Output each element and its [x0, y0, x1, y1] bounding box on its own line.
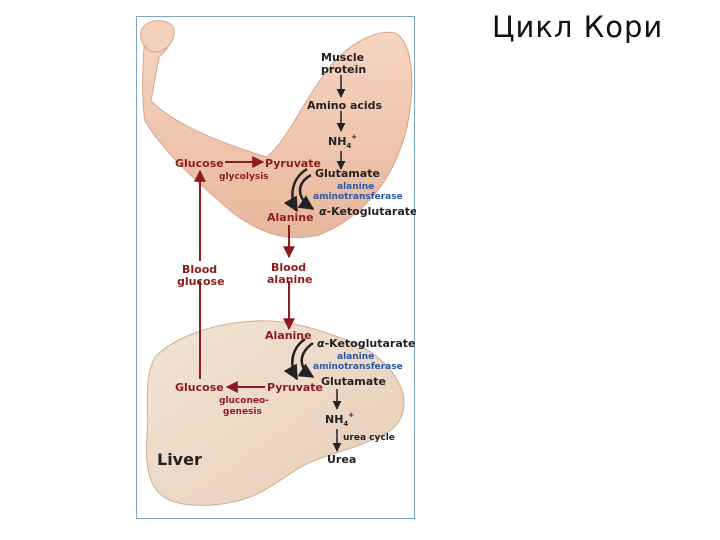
cori-cycle-diagram: Muscle protein Amino acids NH4+ Glucose …	[140, 20, 417, 506]
muscle-protein-label-2: protein	[321, 63, 366, 76]
liver-organ-label: Liver	[157, 450, 202, 469]
muscle-enzyme-label-1: alanine	[337, 182, 374, 192]
muscle-ketoglutarate-label: α-Ketoglutarate	[319, 205, 416, 218]
figure-frame: Muscle protein Amino acids NH4+ Glucose …	[136, 16, 417, 519]
liver-pyruvate-label: Pyruvate	[267, 381, 323, 394]
liver-enzyme-label-1: alanine	[337, 352, 374, 362]
muscle-pyruvate-label: Pyruvate	[265, 157, 321, 170]
glycolysis-label: glycolysis	[219, 172, 269, 182]
urea-cycle-label: urea cycle	[343, 433, 395, 443]
muscle-alanine-label: Alanine	[267, 211, 314, 224]
urea-label: Urea	[327, 453, 356, 466]
gluconeogenesis-label-1: gluconeo-	[219, 396, 269, 406]
blood-alanine-label-1: Blood	[271, 261, 306, 274]
blood-glucose-label-1: Blood	[182, 263, 217, 276]
arm-fist	[140, 20, 175, 53]
liver-glutamate-label: Glutamate	[321, 375, 386, 388]
blood-alanine-label-2: alanine	[267, 273, 313, 286]
liver-nh4-label: NH4+	[325, 411, 354, 428]
muscle-glucose-label: Glucose	[175, 157, 224, 170]
blood-glucose-label-2: glucose	[177, 275, 225, 288]
amino-acids-label: Amino acids	[307, 99, 383, 112]
transamination-muscle-pyruvate	[283, 167, 308, 213]
gluconeogenesis-label-2: genesis	[223, 407, 262, 417]
muscle-nh4-label: NH4+	[328, 133, 357, 150]
liver-glucose-label: Glucose	[175, 381, 224, 394]
transamination-liver-alanine	[283, 337, 306, 381]
transamination-liver-ketoglutarate	[297, 341, 315, 379]
liver-ketoglutarate-label: α-Ketoglutarate	[317, 337, 415, 350]
liver-enzyme-label-2: aminotransferase	[313, 362, 403, 372]
liver-alanine-label: Alanine	[265, 329, 312, 342]
transamination-muscle-glutamate	[297, 173, 315, 211]
muscle-glutamate-label: Glutamate	[315, 167, 380, 180]
muscle-enzyme-label-2: aminotransferase	[313, 192, 403, 202]
slide-title: Цикл Кори	[492, 10, 664, 44]
muscle-protein-label-1: Muscle	[321, 51, 364, 64]
